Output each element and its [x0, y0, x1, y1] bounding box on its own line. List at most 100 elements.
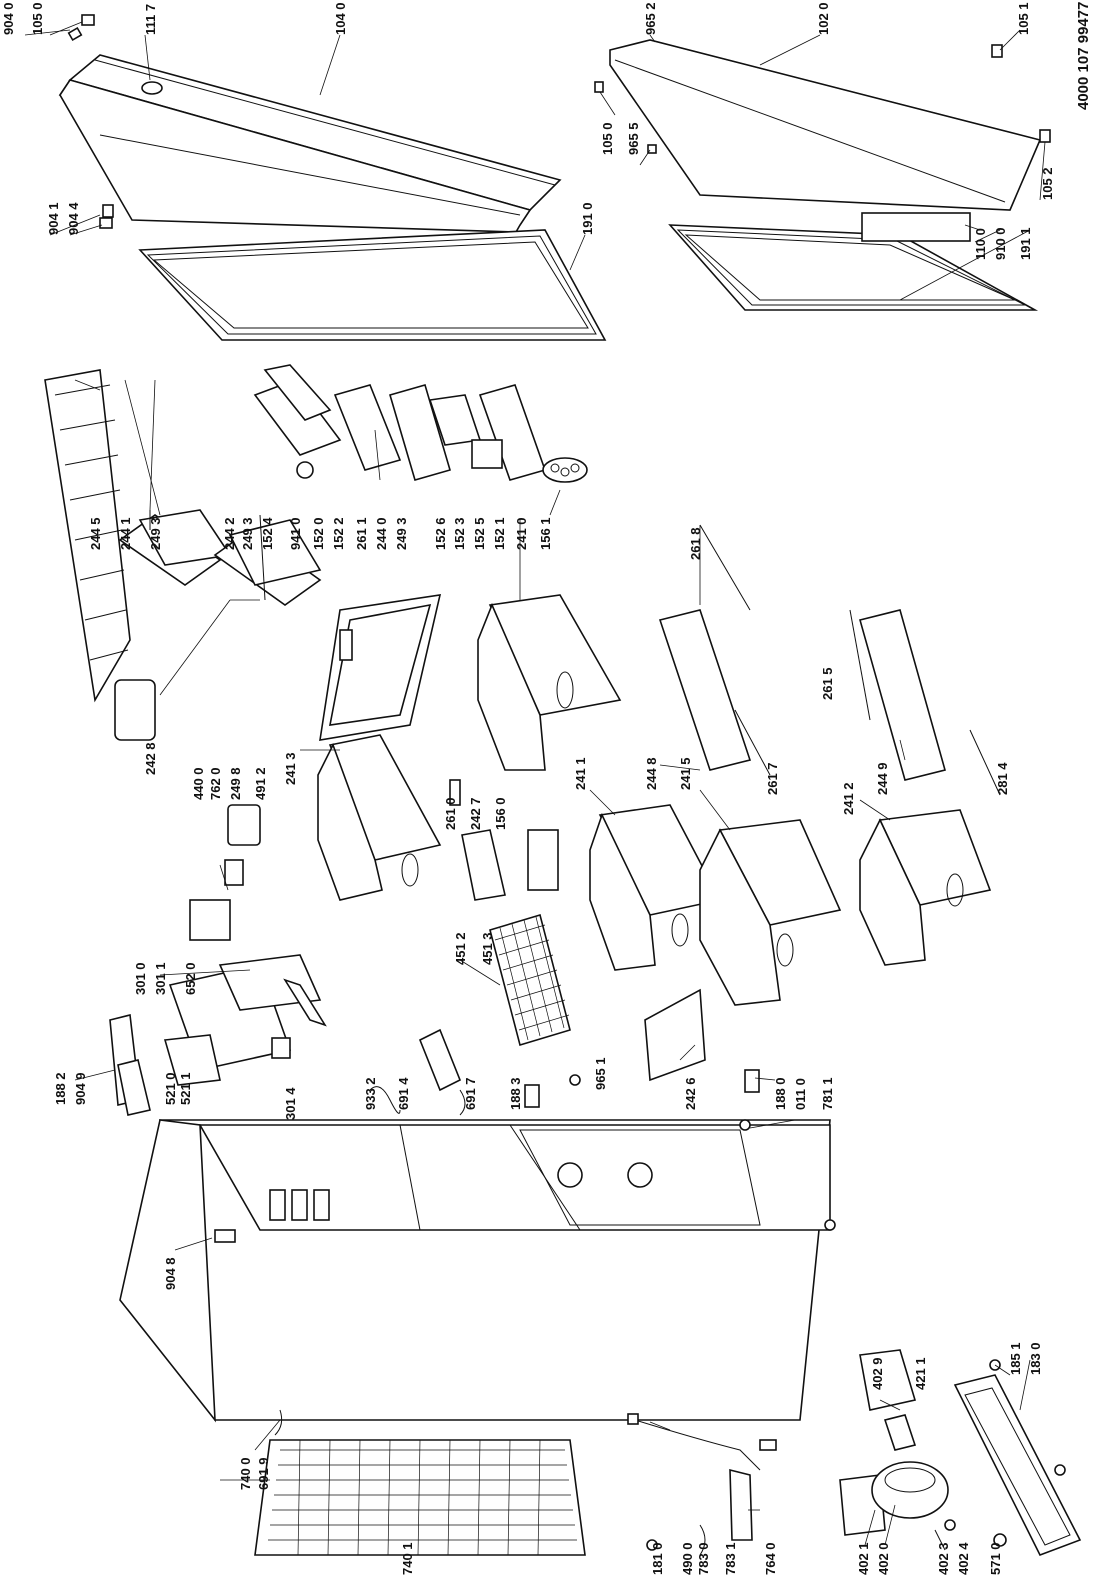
part-label: 261 0 — [443, 797, 458, 830]
part-label: 261 1 — [354, 517, 369, 550]
part-label: 965 1 — [593, 1057, 608, 1090]
part-label: 402 3 — [936, 1542, 951, 1575]
part-label: 783 0 — [696, 1542, 711, 1575]
part-label: 183 0 — [1028, 1342, 1043, 1375]
part-label: 402 4 — [956, 1542, 971, 1575]
part-label: 181 0 — [650, 1542, 665, 1575]
part-label: 571 0 — [988, 1542, 1003, 1575]
upper-door — [58, 54, 562, 233]
part-label: 904 8 — [163, 1257, 178, 1290]
part-label: 104 0 — [333, 2, 348, 35]
part-label: 451 2 — [453, 932, 468, 965]
document-number: 4000 107 99477 — [1075, 2, 1092, 110]
control-panel-parts — [109, 954, 327, 1116]
freezer-glass-shelves — [658, 524, 1001, 796]
part-label: 188 0 — [773, 1077, 788, 1110]
glass-shelves-top — [118, 509, 322, 606]
part-label: 521 1 — [178, 1072, 193, 1105]
part-label: 152 2 — [331, 517, 346, 550]
part-label: 241 3 — [283, 752, 298, 785]
part-label: 242 8 — [143, 742, 158, 775]
part-label: 185 1 — [1008, 1342, 1023, 1375]
part-label: 156 0 — [493, 797, 508, 830]
part-label: 261 5 — [820, 667, 835, 700]
part-label: 011 0 — [793, 1078, 808, 1110]
handle-cap-part — [141, 81, 163, 95]
part-label: 249 3 — [240, 517, 255, 550]
crisper-drawers — [317, 594, 992, 1006]
part-label: 249 3 — [148, 517, 163, 550]
lower-door-gasket — [668, 224, 1039, 311]
part-label: 904 1 — [46, 202, 61, 235]
part-label: 152 5 — [472, 517, 487, 550]
part-label: 188 2 — [53, 1072, 68, 1105]
part-label: 965 5 — [626, 122, 641, 155]
part-label: 241 2 — [841, 782, 856, 815]
part-label: 241 0 — [514, 517, 529, 550]
part-label: 402 0 — [876, 1542, 891, 1575]
freezer-grid-cover — [489, 913, 571, 1047]
part-label: 490 0 — [680, 1542, 695, 1575]
part-label: 301 4 — [283, 1087, 298, 1120]
part-label: 261 8 — [688, 527, 703, 560]
part-label: 451 3 — [480, 932, 495, 965]
door-bins — [253, 364, 588, 483]
glass-shelves-middle — [319, 594, 442, 741]
leader-lines — [24, 21, 1046, 1546]
part-label: 242 6 — [683, 1077, 698, 1110]
part-label: 740 0 — [238, 1457, 253, 1490]
part-label: 910 0 — [993, 227, 1008, 260]
wine-rack — [44, 369, 131, 703]
part-label: 740 1 — [400, 1542, 415, 1575]
part-label: 904 0 — [1, 2, 16, 35]
part-label: 764 0 — [763, 1542, 778, 1575]
part-label: 762 0 — [208, 767, 223, 800]
part-label: 781 1 — [820, 1077, 835, 1110]
part-label: 521 0 — [163, 1072, 178, 1105]
part-label: 105 2 — [1040, 167, 1055, 200]
compressor-group — [839, 1349, 1007, 1551]
part-label: 440 0 — [191, 767, 206, 800]
part-label: 152 0 — [311, 517, 326, 550]
power-cord — [627, 1413, 777, 1556]
condenser — [254, 1409, 586, 1556]
cabinet — [119, 1119, 836, 1423]
part-label: 904 9 — [73, 1072, 88, 1105]
part-label: 105 0 — [600, 122, 615, 155]
part-label: 301 1 — [153, 962, 168, 995]
part-label: 111 7 — [143, 4, 158, 35]
part-label: 261 7 — [765, 762, 780, 795]
part-label: 249 8 — [228, 767, 243, 800]
part-label: 152 4 — [260, 517, 275, 550]
part-label: 402 1 — [856, 1542, 871, 1575]
part-label: 105 1 — [1016, 2, 1031, 35]
part-label: 491 2 — [253, 767, 268, 800]
part-label: 244 8 — [644, 757, 659, 790]
part-label: 904 4 — [66, 202, 81, 235]
part-label: 241 1 — [573, 757, 588, 790]
part-label: 242 7 — [468, 797, 483, 830]
misc-small-parts — [369, 988, 819, 1181]
part-label: 110 0 — [973, 228, 988, 260]
part-label: 152 6 — [433, 517, 448, 550]
part-label: 249 3 — [394, 517, 409, 550]
part-label: 691 9 — [256, 1457, 271, 1490]
part-label: 652 0 — [183, 962, 198, 995]
part-label: 244 1 — [118, 517, 133, 550]
part-label: 783 1 — [723, 1542, 738, 1575]
part-label: 691 4 — [396, 1077, 411, 1110]
door-hinge-parts — [67, 14, 1051, 242]
part-label: 941 0 — [288, 517, 303, 550]
part-label: 301 0 — [133, 962, 148, 995]
part-label: 105 0 — [30, 2, 45, 35]
small-parts-middle — [114, 629, 559, 941]
part-label: 402 9 — [870, 1357, 885, 1390]
lower-door — [609, 39, 1042, 211]
part-label: 965 2 — [643, 2, 658, 35]
part-label: 241 5 — [678, 757, 693, 790]
part-label: 156 1 — [538, 517, 553, 550]
part-label: 152 3 — [452, 517, 467, 550]
part-label: 421 1 — [913, 1357, 928, 1390]
